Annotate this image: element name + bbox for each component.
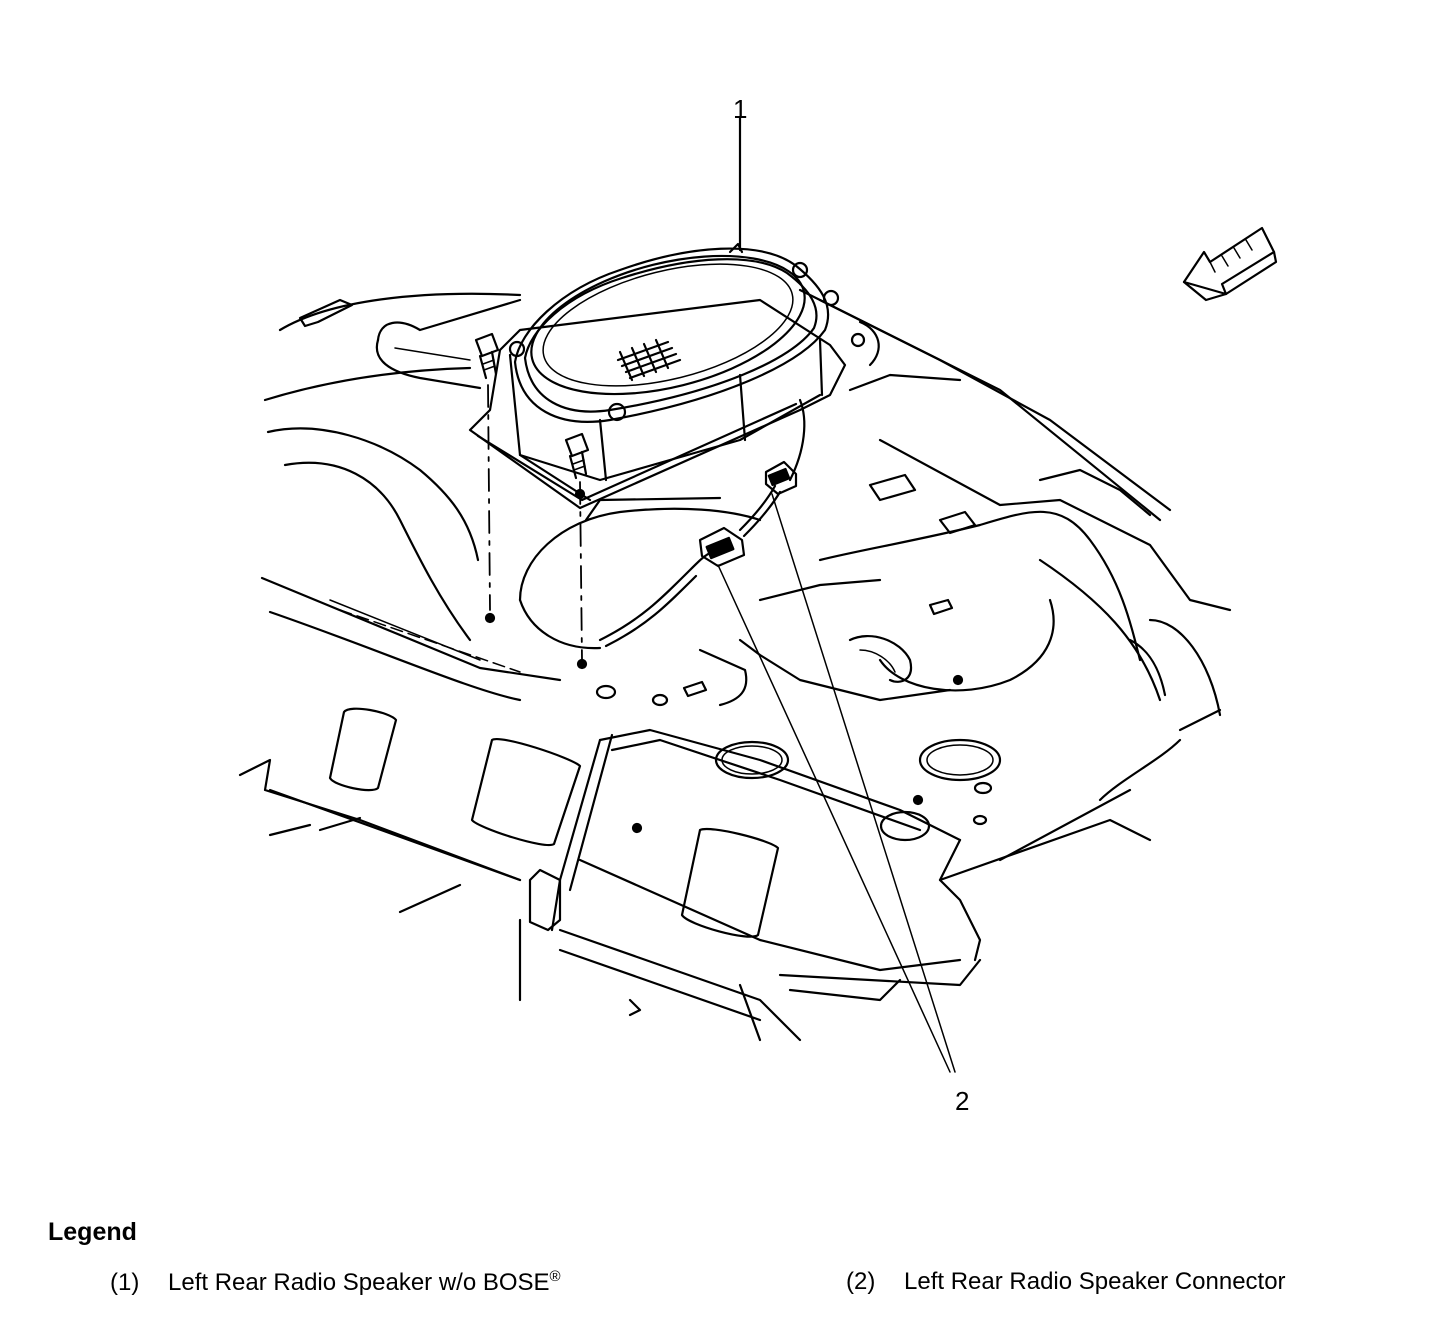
trunk-body: [698, 288, 1232, 717]
speaker-bolt-right: [564, 432, 590, 480]
speaker-opening: [518, 496, 762, 650]
legend-item-number: (2): [846, 1268, 876, 1295]
legend-item-number: (1): [110, 1269, 140, 1296]
rear-shelf-panel: [260, 292, 562, 702]
registered-mark: ®: [549, 1268, 561, 1285]
callout-1: 1: [733, 94, 747, 124]
legend-item-1: (1) Left Rear Radio Speaker w/o BOSE®: [110, 1268, 561, 1297]
speaker-connector-lower: [698, 526, 746, 568]
alignment-line-right: [579, 481, 583, 661]
front-direction-arrow-icon: [1182, 226, 1278, 302]
callout-2: 2: [955, 1086, 969, 1116]
legend-item-2: (2) Left Rear Radio Speaker Connector: [846, 1268, 1286, 1296]
callout-leader-2b: [771, 493, 956, 1073]
legend-item-label: Left Rear Radio Speaker w/o BOSE: [168, 1269, 550, 1296]
legend: Legend (1) Left Rear Radio Speaker w/o BO…: [0, 1210, 1440, 1320]
rear-body-panel: [238, 680, 1222, 1042]
left-rear-radio-speaker: [468, 242, 866, 510]
legend-title: Legend: [48, 1218, 137, 1246]
speaker-bolt-left: [474, 332, 500, 380]
speaker-harness: [598, 398, 806, 648]
speaker-location-diagram: 1 2: [238, 94, 1278, 1116]
speaker-connector-upper: [764, 460, 798, 496]
legend-item-label: Left Rear Radio Speaker Connector: [904, 1268, 1286, 1295]
alignment-line-left: [487, 384, 491, 611]
callout-leader-2a: [717, 564, 951, 1073]
